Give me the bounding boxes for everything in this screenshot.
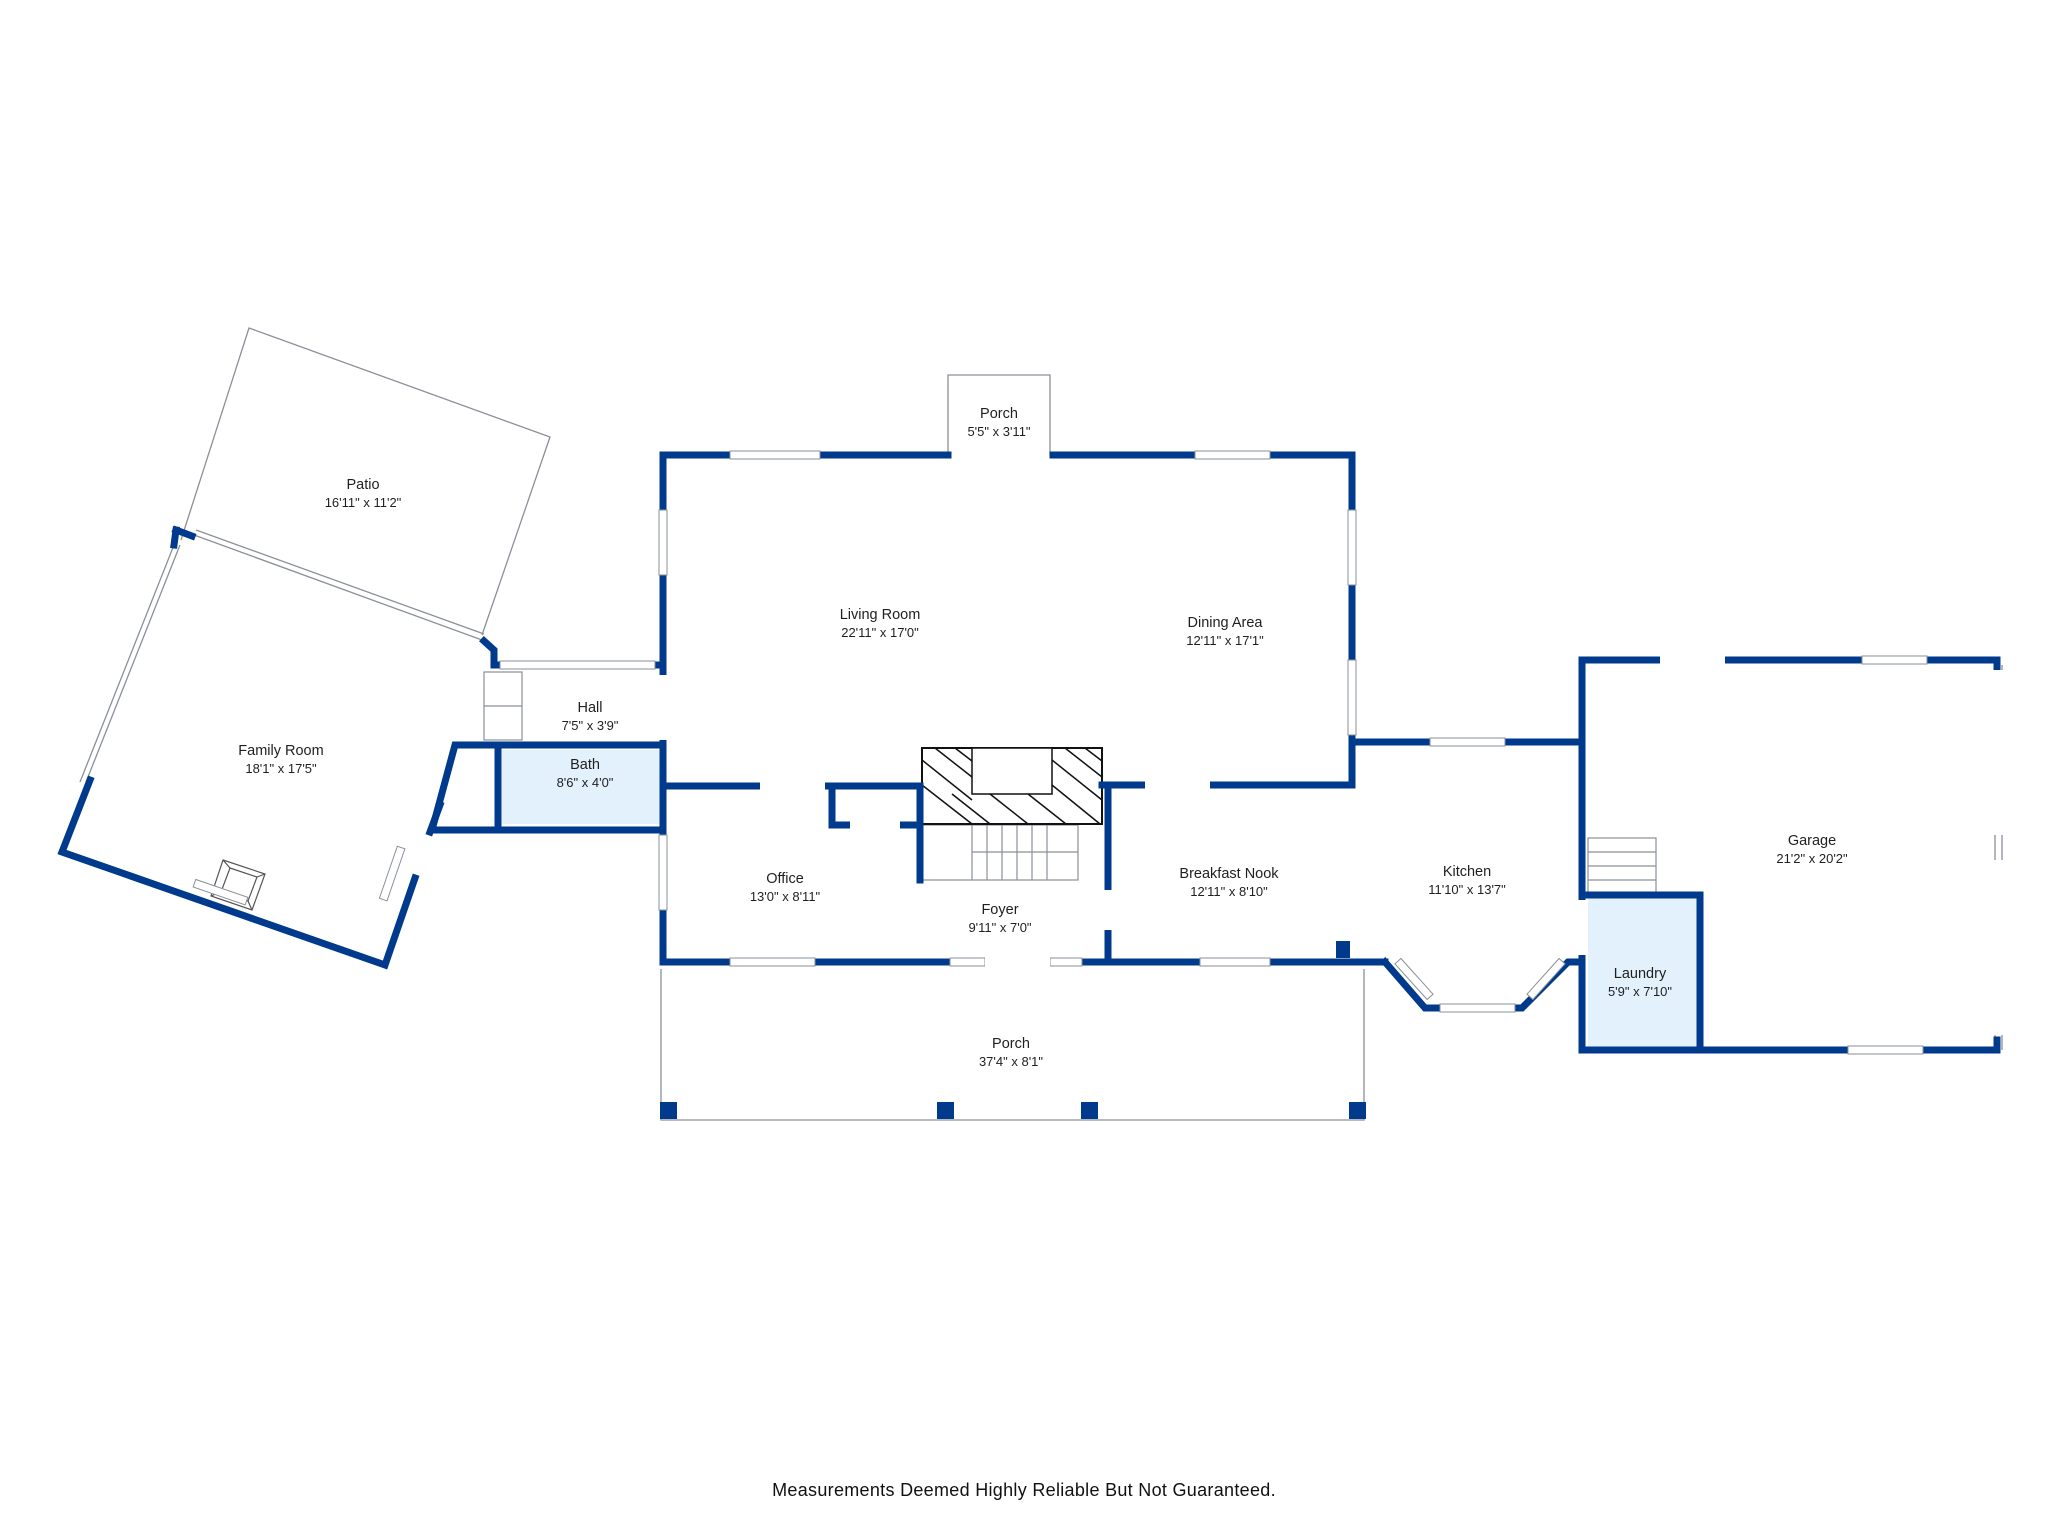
thin-outlines (79, 327, 2003, 1121)
fireplace-main (921, 747, 1103, 825)
room-name-family-room: Family Room (238, 743, 323, 759)
family-room-west-opening-2 (79, 544, 175, 783)
room-name-foyer: Foyer (981, 902, 1018, 918)
room-dims-office: 13'0" x 8'11" (750, 889, 821, 904)
family-room-patio-opening-2 (195, 529, 485, 635)
room-dims-hall: 7'5" x 3'9" (562, 718, 619, 733)
family-room-west-opening (85, 544, 181, 783)
room-dims-dining-area: 12'11" x 17'1" (1186, 633, 1264, 648)
room-dims-living-room: 22'11" x 17'0" (841, 625, 919, 640)
laundry-fill (1588, 895, 1698, 1050)
north-wall-west (659, 451, 952, 966)
room-name-dining-area: Dining Area (1188, 615, 1264, 631)
room-dims-porch-rear: 5'5" x 3'11" (967, 424, 1030, 439)
front-porch-outline (660, 969, 1365, 1121)
garage-north-wall (1578, 656, 2001, 966)
room-dims-bath: 8'6" x 4'0" (557, 775, 614, 790)
laundry-wall (1584, 891, 1704, 1054)
bay-wall (1380, 957, 1582, 1012)
room-name-patio: Patio (346, 477, 379, 493)
room-name-hall: Hall (578, 700, 603, 716)
room-dims-breakfast-nook: 12'11" x 8'10" (1190, 884, 1268, 899)
room-dims-laundry: 5'9" x 7'10" (1608, 984, 1672, 999)
room-name-garage: Garage (1788, 833, 1836, 849)
room-name-breakfast-nook: Breakfast Nook (1179, 866, 1279, 882)
room-name-laundry: Laundry (1614, 966, 1667, 982)
room-name-living-room: Living Room (840, 607, 921, 623)
room-name-porch-front: Porch (992, 1036, 1030, 1052)
windows (192, 450, 1928, 1055)
family-room-wall (57, 775, 420, 970)
bath-wall (427, 741, 667, 834)
measurement-disclaimer: Measurements Deemed Highly Reliable But … (772, 1480, 1276, 1500)
room-name-bath: Bath (570, 757, 600, 773)
family-room-east (425, 800, 445, 837)
room-name-porch-rear: Porch (980, 406, 1018, 422)
fireplace-closet-wall (828, 782, 924, 829)
openings (657, 655, 2005, 1035)
rear-porch-outline (947, 374, 1051, 455)
room-dims-family-room: 18'1" x 17'5" (245, 761, 317, 776)
bath-fill (502, 750, 662, 824)
room-name-kitchen: Kitchen (1443, 864, 1491, 880)
room-dims-porch-front: 37'4" x 8'1" (979, 1054, 1043, 1069)
porch-columns (660, 941, 1366, 1119)
garage-south-wall (1578, 891, 2001, 1054)
room-name-office: Office (766, 871, 804, 887)
room-labels: Patio 16'11" x 11'2" Family Room 18'1" x… (238, 406, 1848, 1069)
room-dims-foyer: 9'11" x 7'0" (968, 920, 1031, 935)
family-room-north-stub-2 (170, 526, 180, 549)
family-room-patio-opening (193, 534, 483, 641)
room-dims-patio: 16'11" x 11'2" (325, 495, 402, 510)
patio-outline (180, 327, 551, 636)
room-dims-kitchen: 11'10" x 13'7" (1428, 882, 1506, 897)
room-dims-garage: 21'2" x 20'2" (1776, 851, 1848, 866)
